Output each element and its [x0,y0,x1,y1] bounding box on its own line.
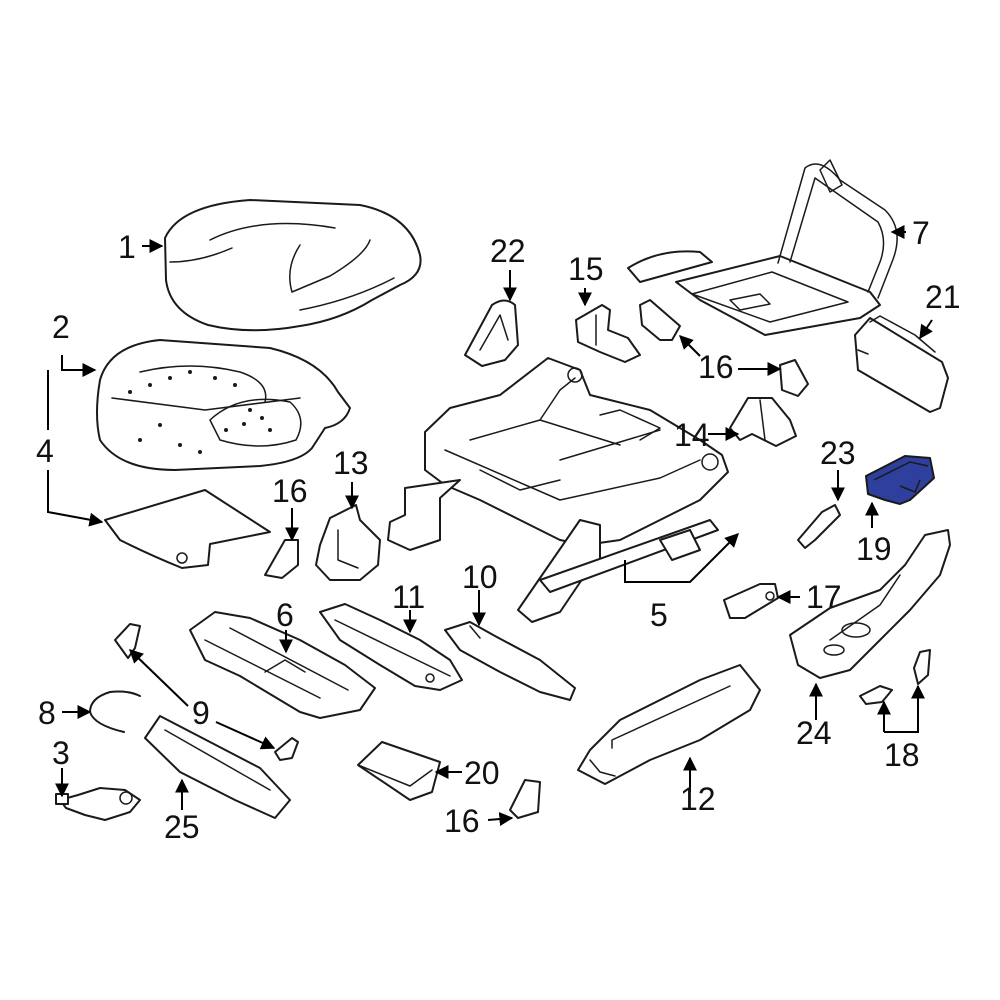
part-3-harness[interactable] [55,787,141,821]
callout-8: 8 [38,695,56,731]
part-19-cover-highlighted[interactable] [865,455,935,505]
part-6-track-cover[interactable] [189,611,376,719]
callout-4: 4 [36,433,54,469]
part-12-side-trim[interactable] [577,664,761,785]
part-22-bracket[interactable] [464,299,519,367]
part-16-bracket-bottom[interactable] [509,779,541,819]
callout-3: 3 [52,735,70,771]
callout-16-top: 16 [698,349,734,385]
part-8-clip[interactable] [89,690,141,733]
part-14-bracket[interactable] [729,397,797,447]
callout-12: 12 [680,781,716,817]
callout-18: 18 [884,737,920,773]
leader-lines [47,225,933,827]
callout-10: 10 [462,559,498,595]
callout-16-bottom: 16 [444,803,480,839]
callout-20: 20 [464,755,500,791]
callout-9: 9 [192,695,210,731]
callout-13: 13 [333,445,369,481]
callout-19: 19 [856,531,892,567]
part-24-side-shield[interactable] [789,529,951,679]
part-15-bracket[interactable] [575,304,641,363]
callout-2: 2 [52,309,70,345]
part-13-bracket[interactable] [315,504,381,581]
part-20-control-module[interactable] [357,741,441,801]
callout-15: 15 [568,251,604,287]
part-1-seat-cushion-cover[interactable] [164,199,422,332]
part-17-switch[interactable] [723,583,779,619]
part-5-seat-track-frame[interactable] [387,357,729,623]
callout-7: 7 [912,215,930,251]
part-11-track-cover[interactable] [319,603,463,691]
part-7-seat-frame[interactable] [627,159,898,336]
callout-11: 11 [392,579,425,615]
part-21-module[interactable] [854,315,949,413]
callout-22: 22 [490,233,526,269]
part-18-knobs[interactable] [859,649,931,705]
part-23-cover[interactable] [797,504,841,549]
part-16-bracket-left[interactable] [264,539,299,579]
part-16-bracket-top[interactable] [639,299,809,397]
callout-21: 21 [925,279,961,315]
callout-labels: 1 2 4 22 15 7 21 16 14 13 16 23 19 17 5 … [36,215,961,845]
callout-6: 6 [276,597,294,633]
callout-14: 14 [674,417,710,453]
part-4-seat-pad-insert[interactable] [104,489,271,569]
part-10-rail-bracket[interactable] [444,621,576,701]
callout-16-left: 16 [272,473,308,509]
callout-23: 23 [820,435,856,471]
part-2-seat-cushion-pad[interactable] [96,339,351,471]
callout-24: 24 [796,715,832,751]
callout-5: 5 [650,597,668,633]
part-25-rail-cover[interactable] [144,715,291,819]
callout-25: 25 [164,809,200,845]
callout-17: 17 [806,579,842,615]
callout-1: 1 [118,229,136,265]
